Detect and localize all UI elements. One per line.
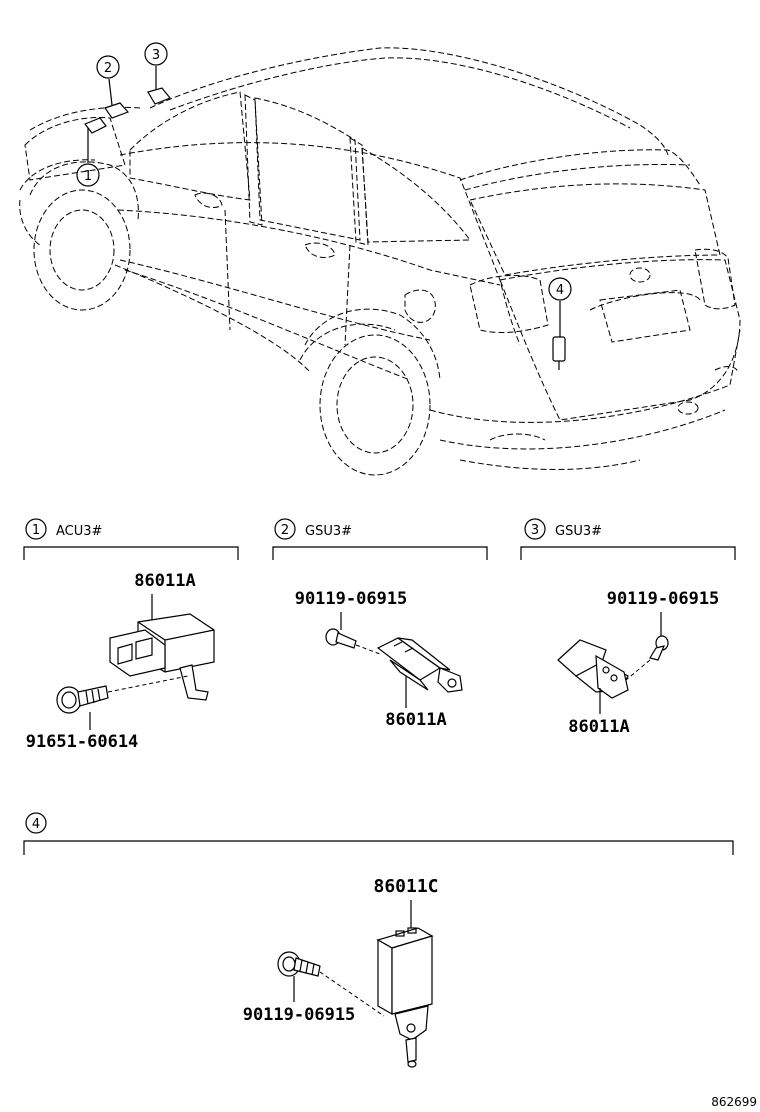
vehicle-callout-2-label: 2 — [104, 61, 112, 76]
section-3-parts: 90119-06915 86011A — [557, 589, 720, 737]
part-number-90119-06915-s2: 90119-06915 — [295, 589, 408, 609]
section-3-number: 3 — [531, 523, 539, 538]
section-4-number: 4 — [32, 817, 40, 832]
section-2-parts: 90119-06915 86011A — [295, 589, 463, 730]
vehicle-callouts: 1 2 3 4 — [76, 42, 572, 337]
bolt-90119-06915-s2 — [325, 628, 357, 649]
bolt-91651-60614 — [56, 685, 109, 714]
part-number-86011a-s3: 86011A — [568, 717, 629, 737]
figure-reference-number: 862699 — [711, 1095, 757, 1109]
vehicle-callout-4 — [548, 277, 572, 301]
sensor-86011a-s2 — [376, 637, 463, 693]
part-number-91651-60614: 91651-60614 — [26, 732, 139, 752]
section-4-parts: 86011C 90119-06915 — [243, 876, 439, 1068]
sensor-86011a-s1 — [109, 613, 215, 701]
section-1-number: 1 — [32, 523, 40, 538]
section-1-parts: 86011A 91651-60614 — [26, 571, 215, 752]
part-number-86011a-s1: 86011A — [134, 571, 195, 591]
part-number-90119-06915-s3: 90119-06915 — [607, 589, 720, 609]
section-3-label: GSU3# — [555, 524, 602, 539]
part-number-86011a-s2: 86011A — [385, 710, 446, 730]
part-number-90119-06915-s4: 90119-06915 — [243, 1005, 356, 1025]
vehicle-callout-1-label: 1 — [84, 169, 92, 184]
section-3-header: 3 GSU3# — [520, 518, 736, 560]
part-number-86011c: 86011C — [373, 876, 438, 897]
vehicle-callout-1 — [76, 163, 100, 187]
vehicle-illustration — [19, 47, 741, 476]
bolt-90119-06915-s3 — [649, 635, 669, 661]
vehicle-callout-4-label: 4 — [556, 283, 564, 298]
sensor-86011c — [376, 927, 434, 1068]
bolt-90119-06915-s4 — [277, 951, 321, 977]
section-1-label: ACU3# — [56, 524, 102, 539]
section-4-header: 4 — [23, 812, 734, 855]
vehicle-callout-3 — [144, 42, 168, 66]
sensor-86011a-s3 — [557, 639, 629, 699]
section-2-number: 2 — [281, 523, 289, 538]
section-1-header: 1 ACU3# — [23, 518, 239, 560]
section-2-header: 2 GSU3# — [272, 518, 488, 560]
vehicle-callout-2 — [96, 55, 120, 79]
vehicle-callout-3-label: 3 — [152, 48, 160, 63]
section-2-label: GSU3# — [305, 524, 352, 539]
